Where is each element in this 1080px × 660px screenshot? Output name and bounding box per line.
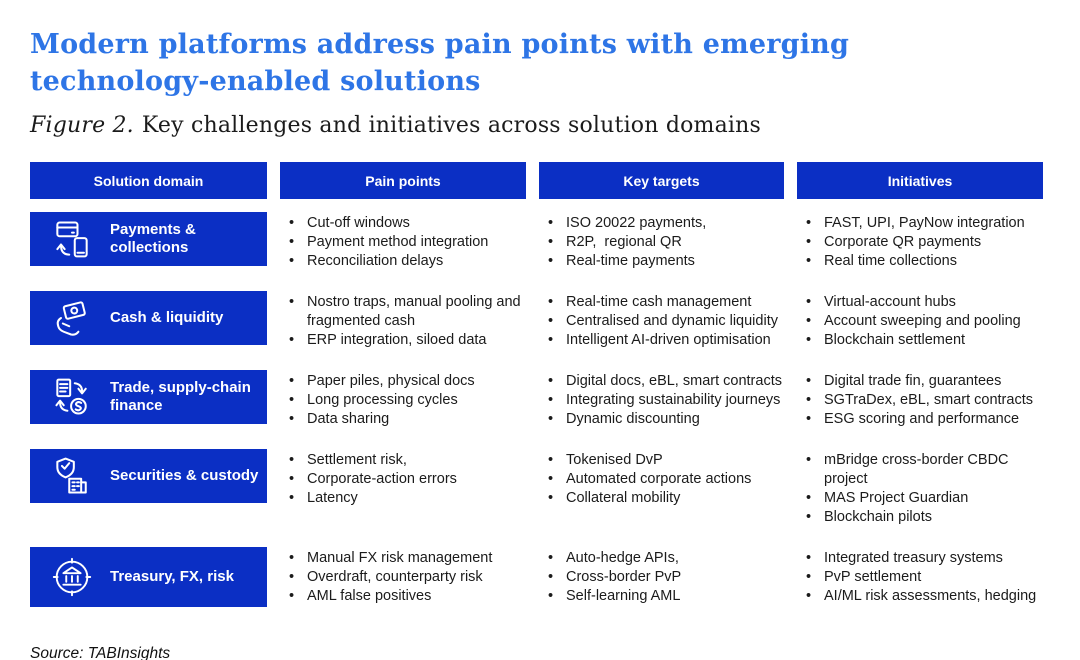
domain-box-securities: Securities & custody bbox=[30, 449, 267, 503]
figure-caption: Figure 2. Key challenges and initiatives … bbox=[30, 113, 1046, 138]
domain-box-cash: Cash & liquidity bbox=[30, 291, 267, 345]
bullet-item: Account sweeping and pooling bbox=[804, 312, 1043, 331]
bullet-item: Cut-off windows bbox=[287, 214, 526, 233]
pain-points-list: Cut-off windowsPayment method integratio… bbox=[280, 212, 526, 271]
bullet-item: Nostro traps, manual pooling and fragmen… bbox=[287, 293, 526, 331]
figure-caption-text: Key challenges and initiatives across so… bbox=[141, 113, 762, 138]
initiatives-list: mBridge cross-border CBDC projectMAS Pro… bbox=[797, 449, 1043, 527]
figure-label: Figure 2. bbox=[30, 113, 134, 138]
page-title: Modern platforms address pain points wit… bbox=[30, 26, 1010, 100]
bullet-item: Digital docs, eBL, smart contracts bbox=[546, 372, 784, 391]
bullet-item: R2P, regional QR bbox=[546, 233, 784, 252]
bullet-item: Collateral mobility bbox=[546, 489, 784, 508]
bullet-item: Latency bbox=[287, 489, 526, 508]
bullet-item: Paper piles, physical docs bbox=[287, 372, 526, 391]
domain-cell-treasury: Treasury, FX, risk bbox=[30, 547, 267, 607]
column-header-solution-domain: Solution domain bbox=[30, 162, 267, 199]
bullet-item: ESG scoring and performance bbox=[804, 410, 1043, 429]
bullet-item: ERP integration, siloed data bbox=[287, 331, 526, 350]
domain-cell-trade: Trade, supply-chain finance bbox=[30, 370, 267, 429]
initiatives-list: Virtual-account hubsAccount sweeping and… bbox=[797, 291, 1043, 350]
bullet-item: Intelligent AI-driven optimisation bbox=[546, 331, 784, 350]
initiatives-list: Integrated treasury systemsPvP settlemen… bbox=[797, 547, 1043, 607]
domain-cell-payments: Payments & collections bbox=[30, 212, 267, 271]
bullet-item: MAS Project Guardian bbox=[804, 489, 1043, 508]
column-header-key-targets: Key targets bbox=[539, 162, 784, 199]
key-targets-list: Real-time cash managementCentralised and… bbox=[539, 291, 784, 350]
shield-building-icon bbox=[44, 454, 100, 498]
solutions-table: Solution domain Pain points Key targets … bbox=[30, 162, 1046, 627]
bullet-item: Integrating sustainability journeys bbox=[546, 391, 784, 410]
bullet-item: Digital trade fin, guarantees bbox=[804, 372, 1043, 391]
bullet-item: Dynamic discounting bbox=[546, 410, 784, 429]
bullet-item: SGTraDex, eBL, smart contracts bbox=[804, 391, 1043, 410]
trade-docs-cycle-icon bbox=[44, 375, 100, 419]
domain-label: Treasury, FX, risk bbox=[110, 568, 234, 585]
bullet-item: Cross-border PvP bbox=[546, 568, 784, 587]
domain-cell-cash: Cash & liquidity bbox=[30, 291, 267, 350]
bullet-item: AML false positives bbox=[287, 587, 526, 606]
pain-points-list: Manual FX risk managementOverdraft, coun… bbox=[280, 547, 526, 607]
domain-label: Trade, supply-chain finance bbox=[110, 379, 251, 414]
bullet-item: Overdraft, counterparty risk bbox=[287, 568, 526, 587]
bank-target-icon bbox=[44, 554, 100, 600]
bullet-item: Reconciliation delays bbox=[287, 252, 526, 271]
bullet-item: Settlement risk, bbox=[287, 451, 526, 470]
bullet-item: Automated corporate actions bbox=[546, 470, 784, 489]
pain-points-list: Paper piles, physical docsLong processin… bbox=[280, 370, 526, 429]
column-header-initiatives: Initiatives bbox=[797, 162, 1043, 199]
key-targets-list: Tokenised DvPAutomated corporate actions… bbox=[539, 449, 784, 527]
bullet-item: Virtual-account hubs bbox=[804, 293, 1043, 312]
bullet-item: Self-learning AML bbox=[546, 587, 784, 606]
bullet-item: Blockchain pilots bbox=[804, 508, 1043, 527]
bullet-item: Blockchain settlement bbox=[804, 331, 1043, 350]
domain-label: Payments & collections bbox=[110, 221, 196, 256]
key-targets-list: Digital docs, eBL, smart contractsIntegr… bbox=[539, 370, 784, 429]
bullet-item: Real-time cash management bbox=[546, 293, 784, 312]
domain-box-treasury: Treasury, FX, risk bbox=[30, 547, 267, 607]
bullet-item: Long processing cycles bbox=[287, 391, 526, 410]
bullet-item: PvP settlement bbox=[804, 568, 1043, 587]
pain-points-list: Nostro traps, manual pooling and fragmen… bbox=[280, 291, 526, 350]
domain-cell-securities: Securities & custody bbox=[30, 449, 267, 527]
bullet-item: Data sharing bbox=[287, 410, 526, 429]
bullet-item: Auto-hedge APIs, bbox=[546, 549, 784, 568]
key-targets-list: ISO 20022 payments,R2P, regional QRReal-… bbox=[539, 212, 784, 271]
bullet-item: FAST, UPI, PayNow integration bbox=[804, 214, 1043, 233]
bullet-item: AI/ML risk assessments, hedging bbox=[804, 587, 1043, 606]
page-title-line2: technology-enabled solutions bbox=[30, 66, 481, 97]
card-phone-transfer-icon bbox=[44, 217, 100, 261]
cash-in-hand-icon bbox=[44, 296, 100, 340]
bullet-item: mBridge cross-border CBDC project bbox=[804, 451, 1043, 489]
domain-label: Cash & liquidity bbox=[110, 309, 224, 326]
bullet-item: Corporate QR payments bbox=[804, 233, 1043, 252]
bullet-item: Tokenised DvP bbox=[546, 451, 784, 470]
bullet-item: Corporate-action errors bbox=[287, 470, 526, 489]
domain-box-payments: Payments & collections bbox=[30, 212, 267, 266]
initiatives-list: FAST, UPI, PayNow integrationCorporate Q… bbox=[797, 212, 1043, 271]
page-title-line1: Modern platforms address pain points wit… bbox=[30, 29, 850, 60]
domain-box-trade: Trade, supply-chain finance bbox=[30, 370, 267, 424]
bullet-item: Integrated treasury systems bbox=[804, 549, 1043, 568]
bullet-item: Real time collections bbox=[804, 252, 1043, 271]
key-targets-list: Auto-hedge APIs,Cross-border PvPSelf-lea… bbox=[539, 547, 784, 607]
initiatives-list: Digital trade fin, guaranteesSGTraDex, e… bbox=[797, 370, 1043, 429]
bullet-item: Payment method integration bbox=[287, 233, 526, 252]
bullet-item: Manual FX risk management bbox=[287, 549, 526, 568]
source-note: Source: TABInsights bbox=[30, 645, 171, 660]
bullet-item: Real-time payments bbox=[546, 252, 784, 271]
domain-label: Securities & custody bbox=[110, 467, 259, 484]
bullet-item: Centralised and dynamic liquidity bbox=[546, 312, 784, 331]
column-header-pain-points: Pain points bbox=[280, 162, 526, 199]
bullet-item: ISO 20022 payments, bbox=[546, 214, 784, 233]
pain-points-list: Settlement risk,Corporate-action errorsL… bbox=[280, 449, 526, 527]
